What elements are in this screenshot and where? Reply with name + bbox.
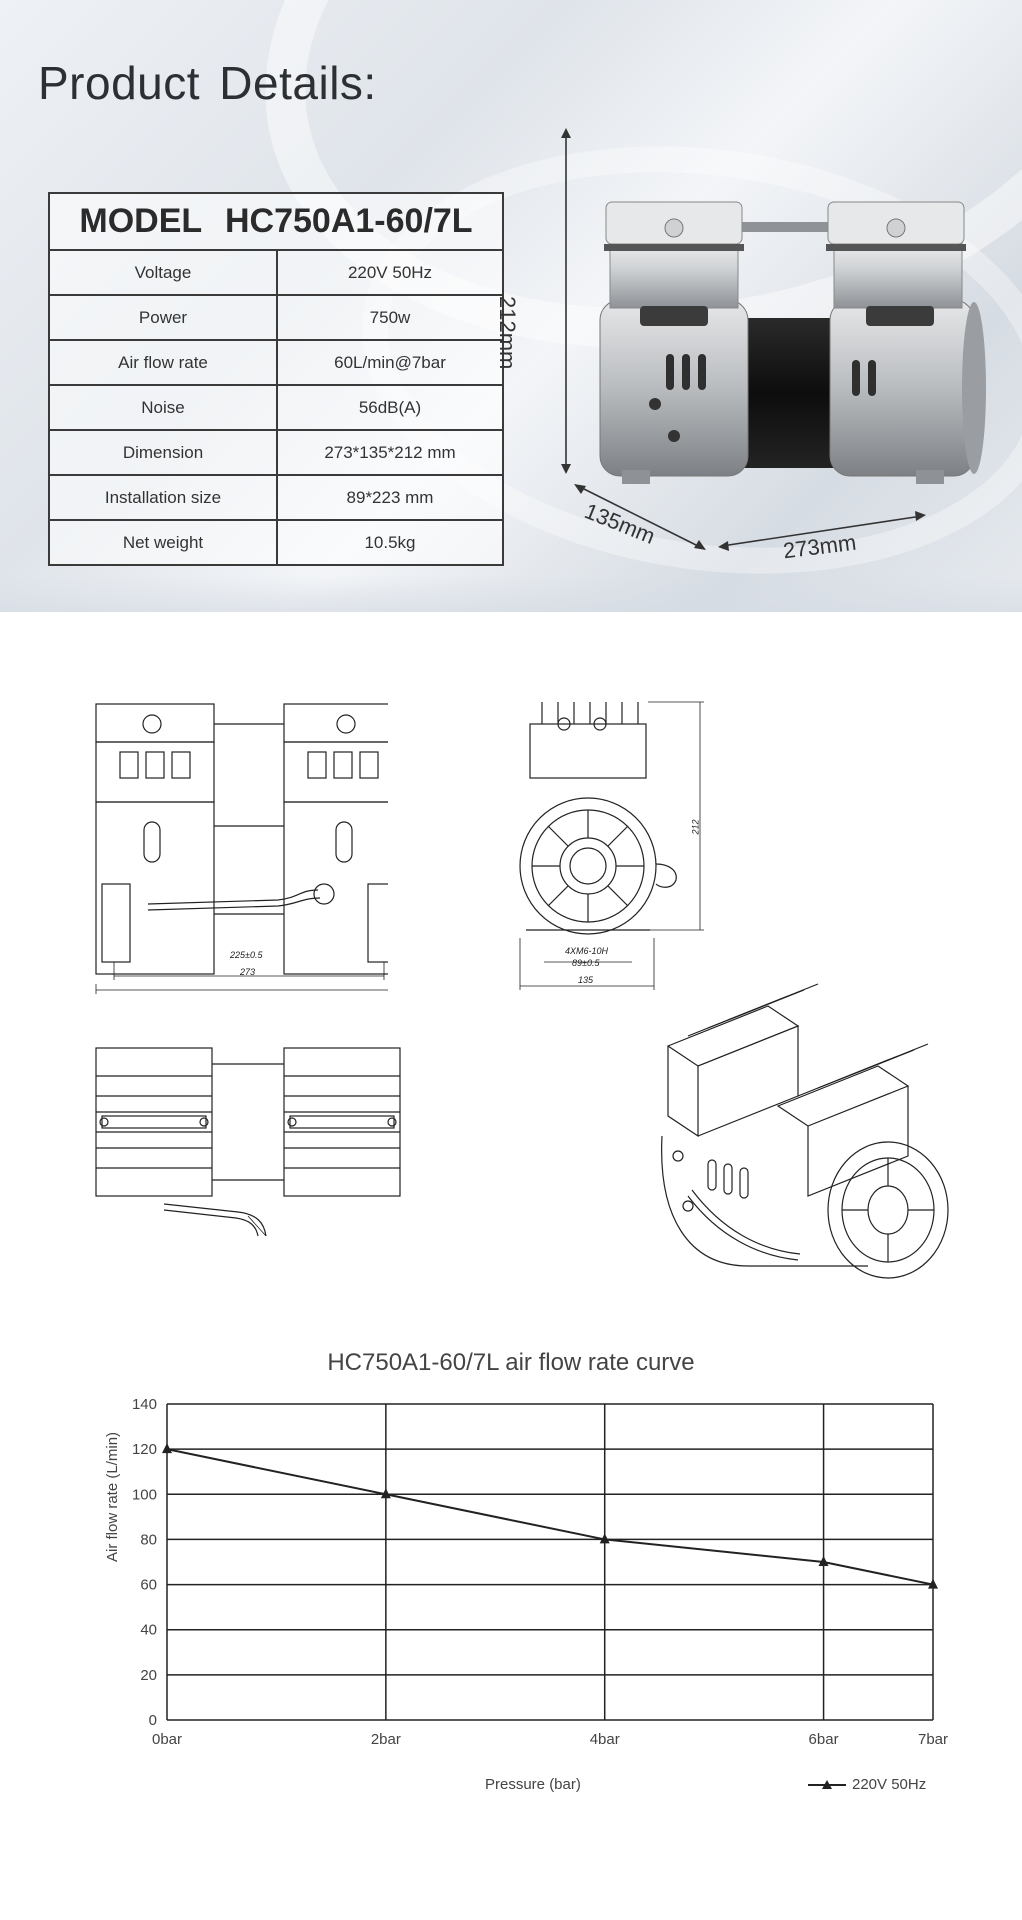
chart-data-point [928,1578,938,1589]
spec-value: 750w [276,294,504,341]
side-depth-dimension: 135 [578,975,594,985]
airflow-chart: 0 20 40 60 80 100 120 140 0bar 2bar 4bar 6bar 7bar [132,1396,948,1748]
chart-y-tick-label: 20 [140,1667,157,1684]
chart-data-point [599,1533,610,1544]
spec-value: 60L/min@7bar [276,339,504,386]
chart-x-tick-label: 6bar [809,1731,839,1748]
spec-table-header-row: MODEL HC750A1-60/7L [48,192,504,251]
chart-series-line [166,1448,934,1586]
model-header: MODEL HC750A1-60/7L [48,192,504,251]
chart-x-tick-label: 2bar [371,1731,401,1748]
spec-value: 89*223 mm [276,474,504,521]
spec-label: Power [48,294,278,341]
front-inner-dimension: 225±0.5 [230,950,263,960]
chart-y-tick-label: 60 [140,1577,157,1594]
chart-data-point [162,1443,172,1454]
chart-data-point [818,1556,829,1566]
spec-label: Noise [48,384,278,431]
technical-drawing-isometric [661,983,949,1279]
chart-y-tick-label: 0 [149,1712,157,1729]
side-height-dimension: 212 [690,819,701,835]
spec-label: Air flow rate [48,339,278,386]
legend-line-marker-icon [808,1779,846,1789]
chart-title: HC750A1-60/7L air flow rate curve [327,1349,695,1376]
technical-drawing-front [95,703,388,994]
front-outer-dimension: 273 [240,967,256,977]
chart-data-point [380,1488,391,1499]
chart-y-tick-label: 140 [132,1396,157,1413]
height-dimension-label: 212mm [495,296,520,370]
legend-series-name: 220V 50Hz [852,1776,927,1793]
side-mount-dimension: 89±0.5 [572,958,600,968]
technical-drawing-side [519,701,704,990]
spec-label: Voltage [48,249,278,296]
chart-x-tick-label: 0bar [152,1731,182,1748]
chart-x-tick-label: 4bar [590,1731,620,1748]
product-photo [561,128,986,551]
chart-x-axis-label: Pressure (bar) [485,1776,581,1793]
chart-y-tick-label: 100 [132,1486,157,1503]
chart-legend: 220V 50Hz [808,1776,926,1793]
spec-value: 220V 50Hz [276,249,504,296]
chart-y-tick-label: 80 [140,1531,157,1548]
chart-x-tick-label: 7bar [918,1731,948,1748]
page-title: Product Details: [38,57,377,109]
side-thread-dimension: 4XM6-10H [565,946,609,956]
spec-value: 10.5kg [276,519,504,566]
technical-drawing-top [95,1047,401,1237]
chart-y-axis-label: Air flow rate (L/min) [104,1431,121,1562]
spec-label: Net weight [48,519,278,566]
background-band [0,575,1022,612]
chart-y-tick-label: 40 [140,1622,157,1639]
spec-label: Dimension [48,429,278,476]
spec-value: 273*135*212 mm [276,429,504,476]
chart-y-tick-label: 120 [132,1441,157,1458]
spec-value: 56dB(A) [276,384,504,431]
spec-label: Installation size [48,474,278,521]
